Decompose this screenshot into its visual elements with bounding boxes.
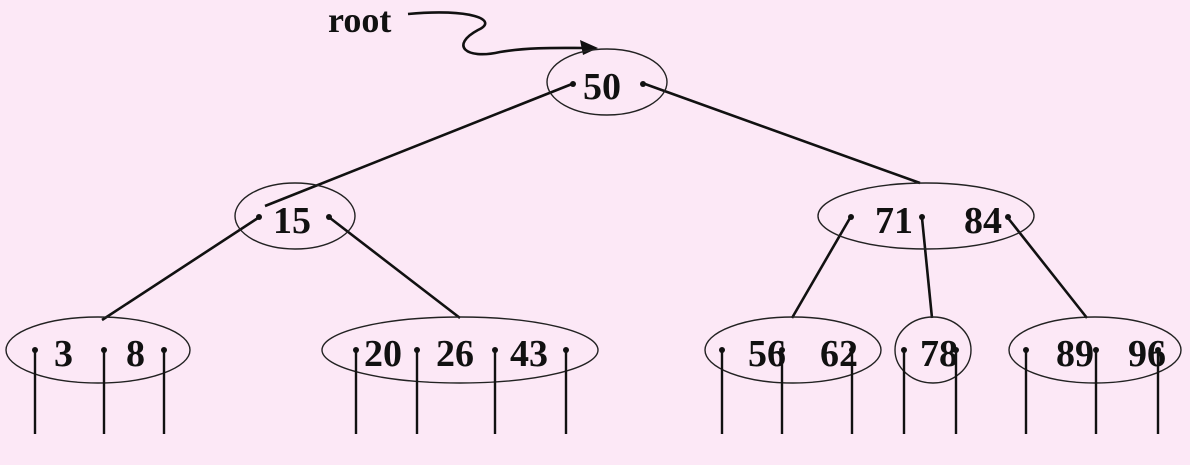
key-89: 89 xyxy=(1056,333,1094,375)
key-71: 71 xyxy=(875,200,913,242)
node-71-84: 71 84 xyxy=(817,182,1035,250)
key-15: 15 xyxy=(273,200,311,242)
edge-50-15 xyxy=(264,82,573,208)
root-arrow-path xyxy=(407,11,586,56)
key-8: 8 xyxy=(126,333,145,375)
pointer-dot xyxy=(640,81,646,87)
key-96: 96 xyxy=(1128,333,1166,375)
pointer-dot xyxy=(326,214,332,220)
node-78: 78 xyxy=(894,316,972,434)
root-arrowhead-icon xyxy=(580,40,598,55)
edge-84-89 xyxy=(1006,217,1089,319)
node-3-8-ellipse xyxy=(5,316,191,384)
node-56-62: 56 62 xyxy=(704,316,882,434)
root-label: root xyxy=(328,0,391,40)
edge-15-3 xyxy=(101,216,259,322)
key-50: 50 xyxy=(583,66,621,108)
root-pointer: root xyxy=(328,0,598,56)
node-78-ellipse xyxy=(894,316,972,384)
key-43: 43 xyxy=(510,333,548,375)
tree-edges xyxy=(101,82,1089,322)
node-3-8: 3 8 xyxy=(5,316,191,434)
node-71-84-ellipse xyxy=(817,182,1035,250)
node-50: 50 xyxy=(546,48,668,116)
edge-71-56 xyxy=(790,217,852,319)
pointer-dot xyxy=(1005,214,1011,220)
node-15: 15 xyxy=(234,182,356,250)
pointer-dot xyxy=(919,214,925,220)
node-20-26-43-ellipse xyxy=(321,316,599,384)
pointer-dot xyxy=(570,81,576,87)
key-26: 26 xyxy=(436,333,474,375)
pointer-dot xyxy=(256,214,262,220)
key-84: 84 xyxy=(964,200,1002,242)
node-56-62-ellipse xyxy=(704,316,882,384)
edge-50-71 xyxy=(644,82,921,185)
key-20: 20 xyxy=(364,333,402,375)
key-3: 3 xyxy=(54,333,73,375)
edge-15-20 xyxy=(329,216,461,320)
node-50-ellipse xyxy=(546,48,668,116)
edge-71-78 xyxy=(920,217,934,319)
node-20-26-43: 20 26 43 xyxy=(321,316,599,434)
key-78: 78 xyxy=(920,333,958,375)
key-56: 56 xyxy=(748,333,786,375)
node-15-ellipse xyxy=(234,182,356,250)
node-89-96: 89 96 xyxy=(1008,316,1182,434)
pointer-dot xyxy=(848,214,854,220)
